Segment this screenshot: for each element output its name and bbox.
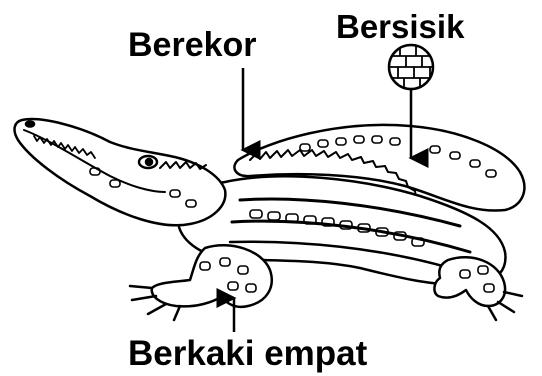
label-tail: Berekor [128,28,257,62]
scale-magnifier-icon [389,45,433,89]
crocodile-head [15,119,226,225]
front-leg [152,245,272,307]
crocodile-illustration [15,119,525,320]
label-legs: Berkaki empat [128,336,367,371]
label-scales: Bersisik [336,10,464,43]
